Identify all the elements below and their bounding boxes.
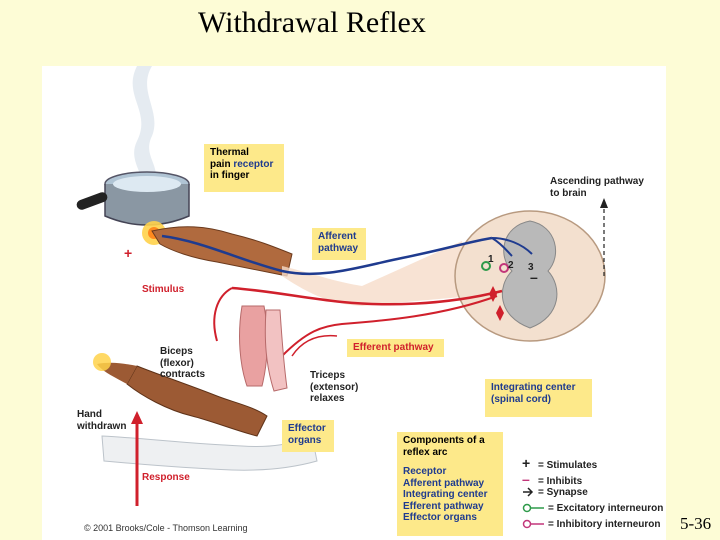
effector-label-line1: Effector [288, 423, 326, 434]
receptor-label-line1: Thermal [210, 147, 249, 158]
hand-label-line2: withdrawn [77, 420, 127, 432]
legend-row-inhibits: –= Inhibits [522, 471, 582, 487]
triceps-label-line1: Triceps [310, 370, 346, 381]
arm-withdrawn [126, 365, 268, 437]
minus-sign-cord: – [530, 269, 538, 285]
num-3: 3 [528, 262, 534, 273]
efferent-pathway-line [231, 286, 503, 306]
receptor-label-line2: pain [210, 158, 231, 170]
biceps-label: Biceps (flexor) contracts [160, 346, 205, 381]
legend-row-inhibitory: = Inhibitory interneuron [522, 519, 661, 530]
ascending-label: Ascending pathway to brain [550, 176, 644, 199]
reflex-arc-figure: Thermal pain receptor in finger Afferent… [42, 66, 666, 540]
components-item: Afferent pathway [403, 477, 485, 489]
afferent-label-line2: pathway [318, 242, 359, 254]
ascending-label-line1: Ascending pathway [550, 176, 644, 187]
effector-label-box: Effector organs [282, 420, 334, 452]
components-item: Integrating center [403, 489, 488, 500]
slide-title: Withdrawal Reflex [198, 6, 426, 39]
receptor-label-box: Thermal pain receptor in finger [204, 144, 284, 192]
legend-text: = Synapse [538, 487, 588, 498]
triceps-label-line3: relaxes [310, 393, 345, 404]
receptor-label-word: receptor [233, 158, 274, 170]
arm-muscles-icon [239, 305, 288, 392]
legend-text: = Stimulates [538, 460, 598, 471]
biceps-label-line2: (flexor) [160, 357, 194, 369]
spinal-cord-icon [454, 210, 606, 342]
legend-row-excitatory: = Excitatory interneuron [522, 503, 663, 514]
reflex-illustration [76, 66, 608, 506]
legend-row-synapse: = Synapse [522, 487, 588, 498]
effector-label-line2: organs [288, 434, 322, 446]
integrating-label-box: Integrating center (spinal cord) [485, 379, 592, 417]
legend-text: = Excitatory interneuron [548, 503, 664, 514]
integrating-label-line2: (spinal cord) [491, 393, 552, 405]
components-item: Effector organs [403, 512, 477, 523]
num-1: 1 [488, 254, 494, 265]
efferent-label-box: Efferent pathway [347, 339, 444, 357]
hot-pot-icon [76, 171, 190, 226]
triceps-label: Triceps (extensor) relaxes [310, 370, 358, 405]
ascending-label-line2: to brain [550, 187, 587, 199]
legend-text: = Inhibitory interneuron [548, 519, 661, 530]
steam-shape [132, 66, 156, 186]
biceps-label-line1: Biceps [160, 346, 193, 357]
copyright-text: © 2001 Brooks/Cole - Thomson Learning [84, 523, 248, 533]
legend-text: = Inhibits [538, 476, 583, 487]
receptor-label-line3: in finger [210, 170, 250, 181]
hand-label-line1: Hand [77, 409, 102, 420]
components-item: Efferent pathway [403, 500, 484, 512]
minus-icon: – [522, 471, 530, 487]
components-heading-line2: reflex arc [403, 446, 448, 458]
plus-sign-hand: + [124, 245, 133, 261]
afferent-pathway-line [161, 234, 493, 276]
num-2: 2 [508, 260, 514, 271]
plus-icon: + [522, 455, 531, 471]
triceps-label-line2: (extensor) [310, 381, 359, 393]
arm-response-ghost [101, 435, 318, 471]
efferent-label: Efferent pathway [353, 342, 434, 353]
components-heading-line1: Components of a [403, 435, 485, 446]
integrating-label-line1: Integrating center [491, 382, 576, 393]
slide-number: 5-36 [680, 514, 712, 533]
hand-withdrawn-label: Hand withdrawn [77, 409, 126, 432]
afferent-label-line1: Afferent [318, 231, 357, 242]
biceps-label-line3: contracts [160, 369, 206, 380]
afferent-label-box: Afferent pathway [312, 228, 366, 260]
components-item: Receptor [403, 466, 447, 477]
heat-spark-lower-icon [93, 353, 111, 371]
legend-row-stimulates: + = Stimulates [522, 455, 597, 471]
response-label: Response [142, 472, 190, 483]
stimulus-label: Stimulus [142, 284, 185, 295]
components-box: Components of a reflex arc Receptor Affe… [397, 432, 503, 536]
